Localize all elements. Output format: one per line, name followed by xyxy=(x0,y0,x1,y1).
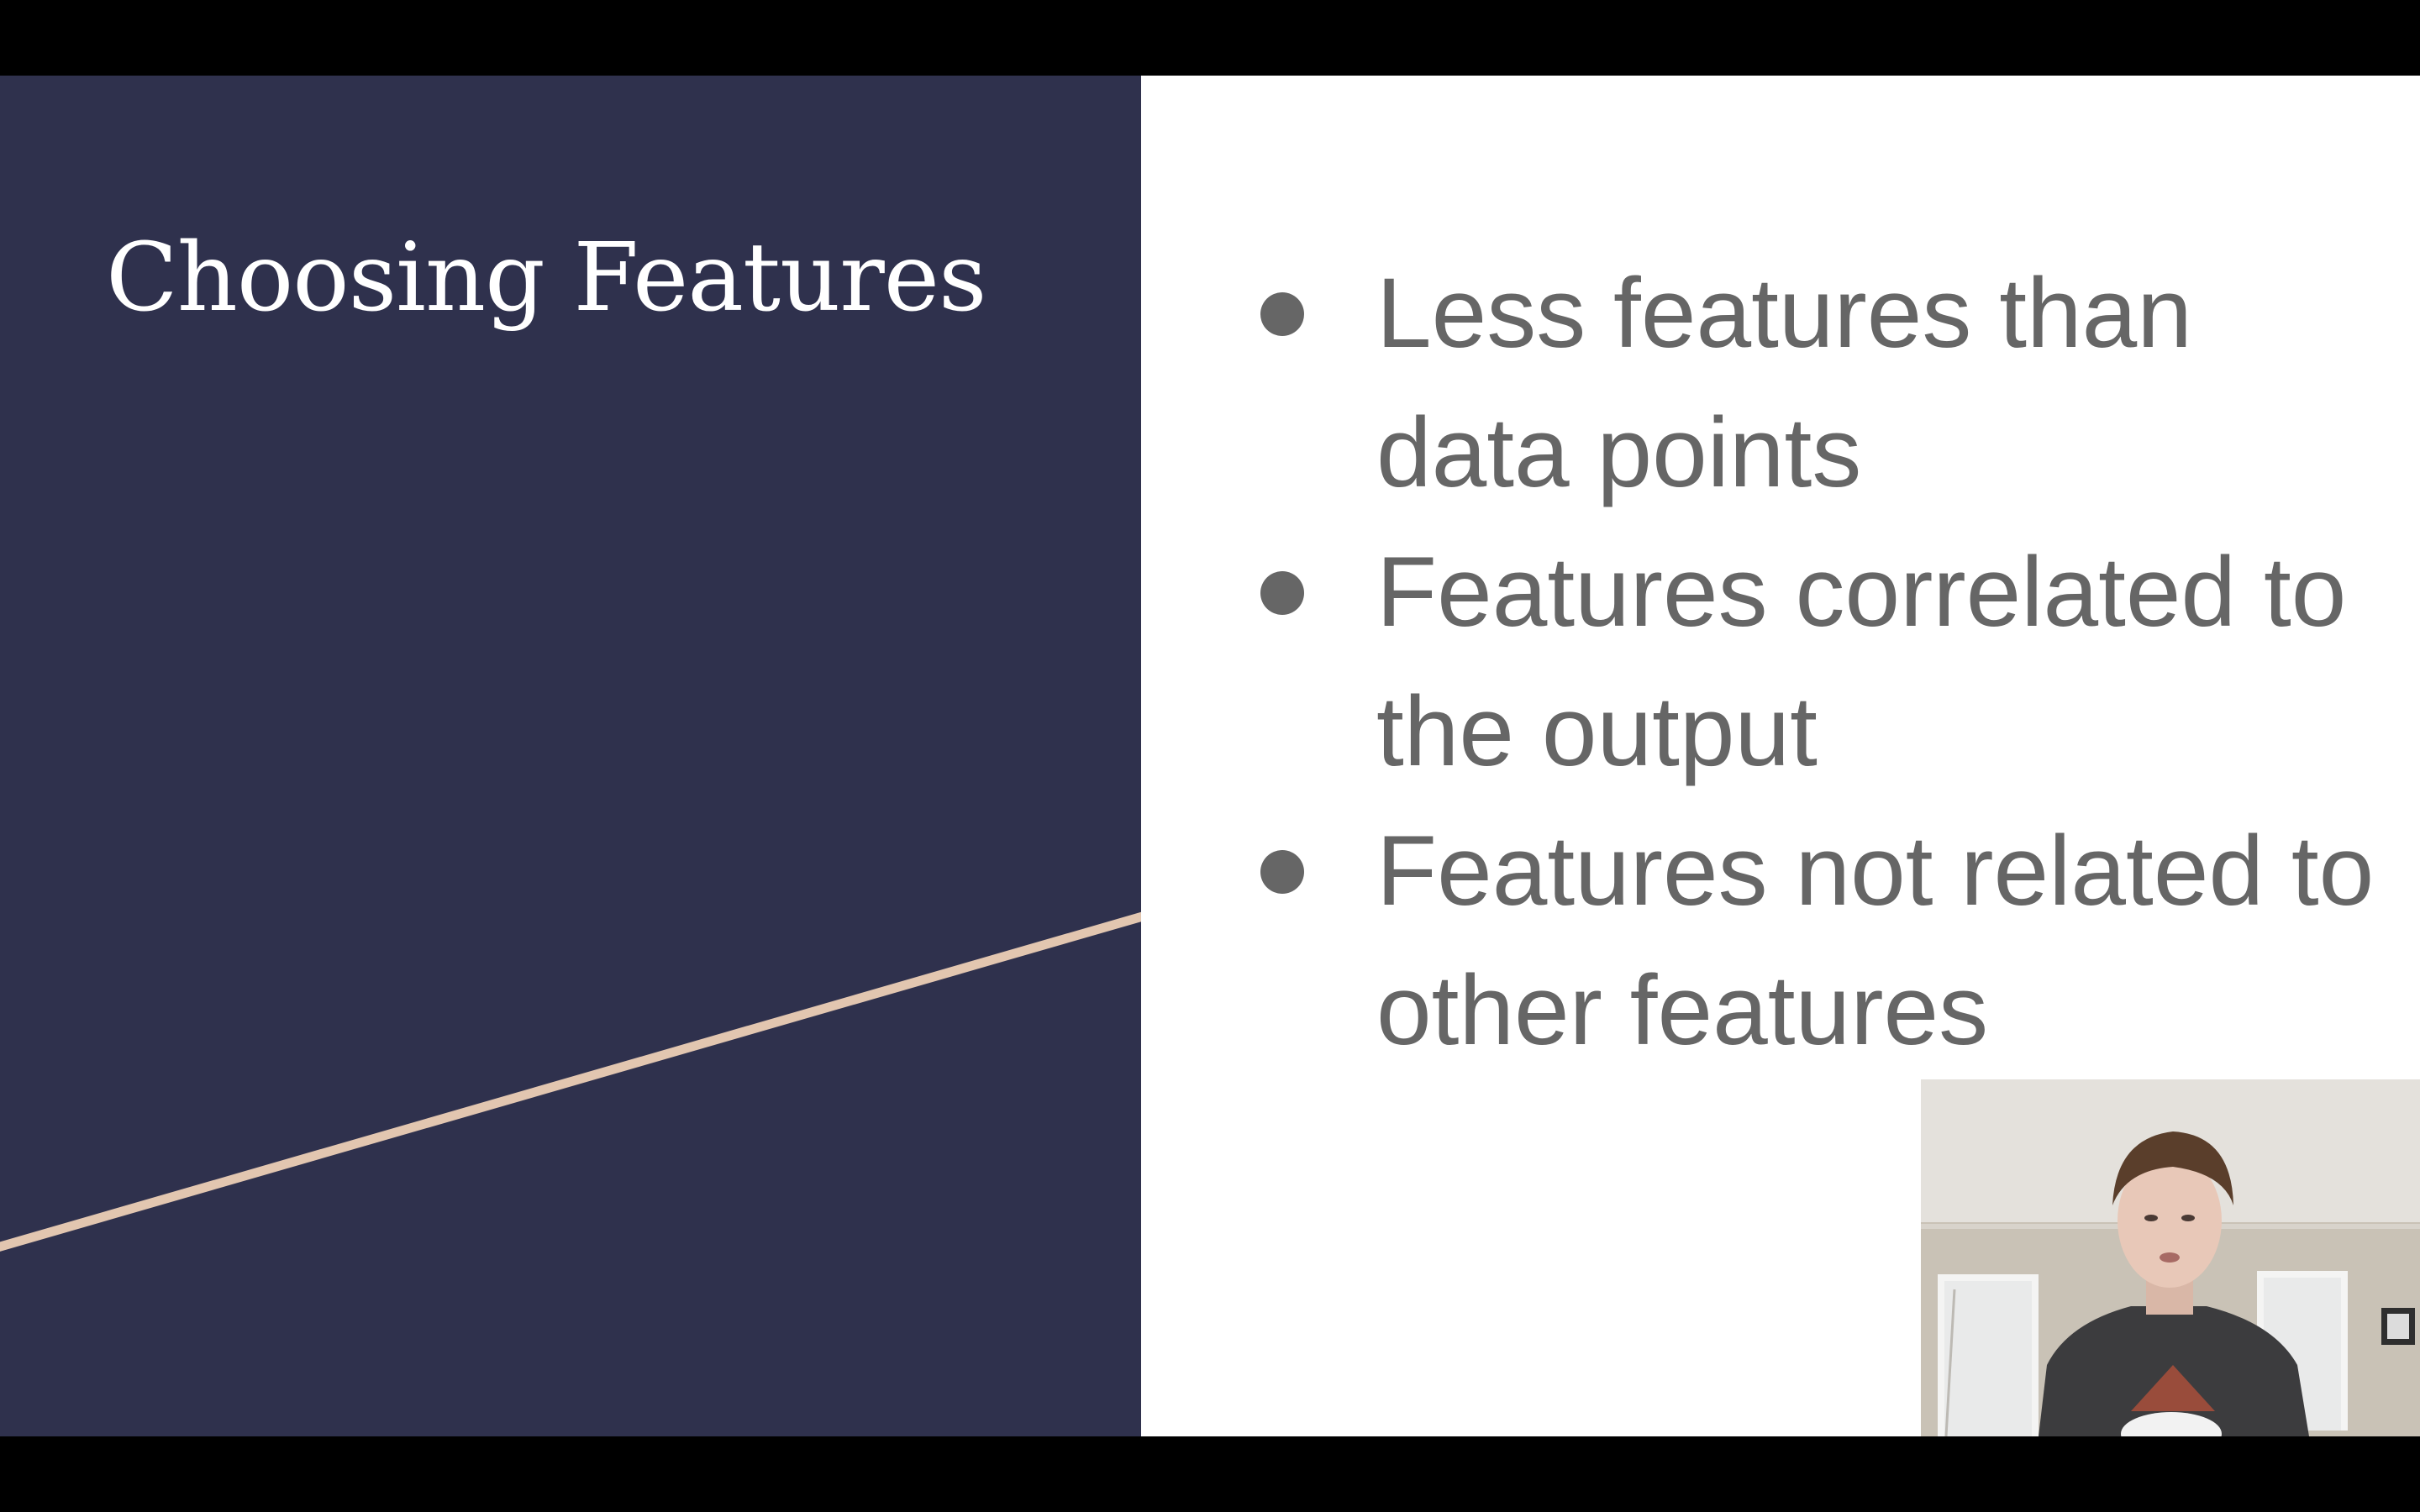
bullet-text: Less features than data points xyxy=(1376,258,2192,508)
bullet-dot-icon xyxy=(1260,292,1304,336)
bullet-dot-icon xyxy=(1260,850,1304,894)
slide-left-panel: Choosing Features xyxy=(0,76,1141,1436)
bullet-item: Less features than data points xyxy=(1260,244,2386,522)
bullet-text: Features correlated to the output xyxy=(1376,537,2347,787)
bullet-item: Features not related to other features xyxy=(1260,801,2386,1080)
slide-title: Choosing Features xyxy=(106,223,986,333)
presenter-webcam-overlay xyxy=(1921,1079,2420,1436)
bullet-dot-icon xyxy=(1260,571,1304,615)
diagonal-accent-line xyxy=(0,911,1141,1252)
presenter-video-image xyxy=(1921,1079,2420,1436)
bullet-list: Less features than data points Features … xyxy=(1260,244,2386,1080)
presentation-slide: Choosing Features Less features than dat… xyxy=(0,76,2420,1436)
bullet-text: Features not related to other features xyxy=(1376,816,2375,1066)
bullet-item: Features correlated to the output xyxy=(1260,522,2386,801)
